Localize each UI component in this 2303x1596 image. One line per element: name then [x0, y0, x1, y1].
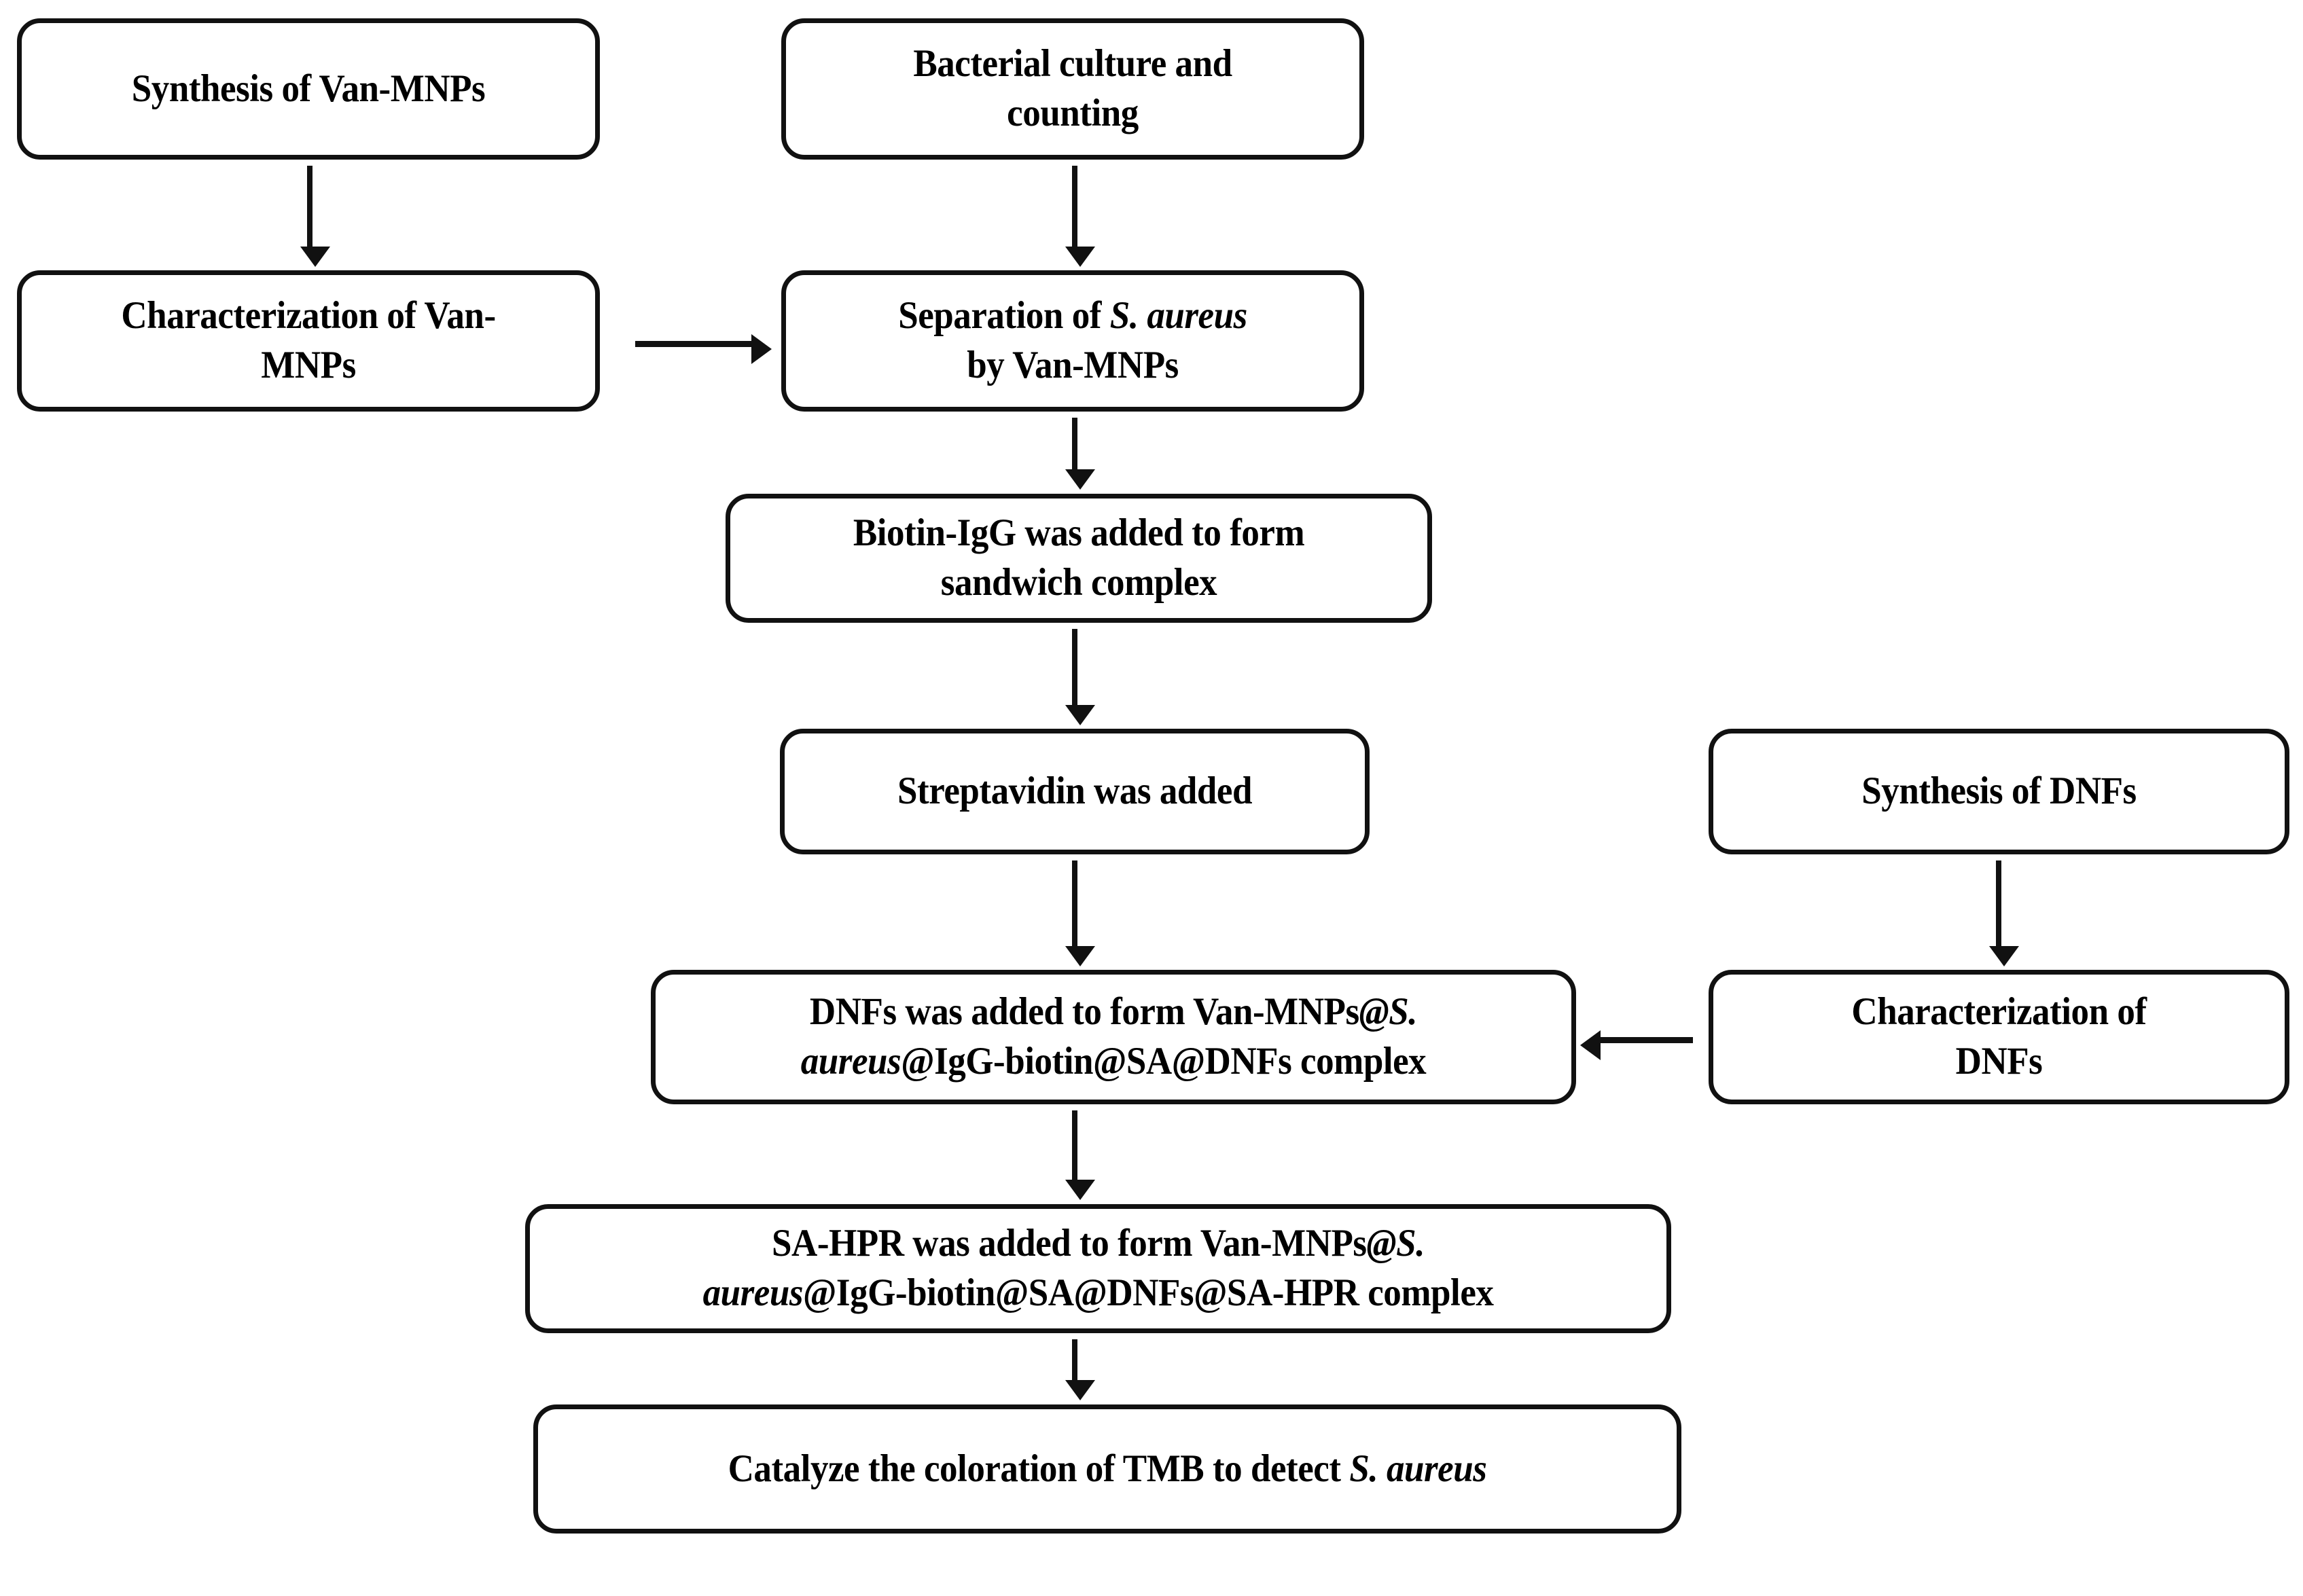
node-label: Streptavidin was added — [897, 769, 1252, 813]
node-synthesis-van-mnps[interactable]: Synthesis of Van-MNPs — [17, 18, 600, 160]
arrow-biotin-igg-to-streptavidin — [1065, 629, 1095, 725]
arrow-dnfs-complex-to-sa-hpr-complex — [1065, 1110, 1095, 1200]
arrow-bacterial-culture-to-separation — [1065, 166, 1095, 267]
at-symbol-italic: @S. — [1359, 990, 1418, 1034]
node-label-line-2: aureus@IgG-biotin@SA@DNFs@SA-HPR complex — [702, 1271, 1494, 1314]
node-biotin-igg[interactable]: Biotin-IgG was added to form sandwich co… — [726, 494, 1432, 623]
node-label: Biotin-IgG was added to form sandwich co… — [764, 509, 1394, 608]
node-label-line-2: DNFs — [1955, 1040, 2043, 1083]
node-bacterial-culture[interactable]: Bacterial culture and counting — [781, 18, 1364, 160]
species-name-italic: aureus — [702, 1271, 804, 1314]
node-label: Synthesis of DNFs — [1861, 769, 2137, 813]
node-label: Synthesis of Van-MNPs — [131, 67, 486, 110]
node-label-line-1: Biotin-IgG was added to form — [853, 511, 1305, 555]
node-label-line-1: Catalyze the coloration of TMB to detect… — [728, 1447, 1487, 1490]
node-label-line-1: Characterization of — [1851, 990, 2147, 1034]
node-synthesis-dnfs[interactable]: Synthesis of DNFs — [1709, 729, 2289, 854]
node-label-line-2: sandwich complex — [940, 561, 1217, 604]
node-label: SA-HPR was added to form Van-MNPs@S. aur… — [579, 1219, 1618, 1318]
species-name-italic: aureus — [800, 1040, 901, 1083]
arrow-characterization-dnfs-to-dnfs-complex — [1580, 1030, 1693, 1060]
node-dnfs-complex[interactable]: DNFs was added to form Van-MNPs@S. aureu… — [651, 970, 1576, 1104]
node-characterization-dnfs[interactable]: Characterization of DNFs — [1709, 970, 2289, 1104]
node-label: Characterization of Van- MNPs — [51, 291, 567, 391]
node-label-line-1: Separation of S. aureus — [898, 294, 1248, 338]
arrow-separation-to-biotin-igg — [1065, 418, 1095, 490]
node-separation-aureus[interactable]: Separation of S. aureus by Van-MNPs — [781, 270, 1364, 412]
arrow-characterization-van-to-separation — [635, 334, 772, 364]
node-label: Characterization of DNFs — [1742, 987, 2255, 1087]
node-sa-hpr-complex[interactable]: SA-HPR was added to form Van-MNPs@S. aur… — [525, 1204, 1671, 1333]
arrow-synthesis-to-characterization-van-mnps — [300, 166, 330, 267]
node-label-line-2: by Van-MNPs — [967, 344, 1179, 386]
node-label: Separation of S. aureus by Van-MNPs — [815, 291, 1331, 391]
node-label-line-2: aureus@IgG-biotin@SA@DNFs complex — [800, 1040, 1427, 1083]
arrow-streptavidin-to-dnfs-complex — [1065, 860, 1095, 966]
node-label-line-1: DNFs was added to form Van-MNPs@S. — [809, 990, 1418, 1034]
node-catalyze-tmb[interactable]: Catalyze the coloration of TMB to detect… — [533, 1404, 1681, 1534]
node-label-line-1: Characterization of Van- — [121, 294, 496, 338]
node-label-line-1: Bacterial culture and — [913, 42, 1232, 86]
node-label: Catalyze the coloration of TMB to detect… — [587, 1445, 1628, 1494]
node-label-line-2: MNPs — [261, 344, 356, 386]
node-label: Bacterial culture and counting — [815, 39, 1331, 139]
node-characterization-van-mnps[interactable]: Characterization of Van- MNPs — [17, 270, 600, 412]
node-streptavidin[interactable]: Streptavidin was added — [780, 729, 1370, 854]
node-label-line-2: counting — [1007, 92, 1139, 134]
node-label-line-1: SA-HPR was added to form Van-MNPs@S. — [771, 1222, 1425, 1265]
arrow-synthesis-dnfs-to-characterization-dnfs — [1989, 860, 2019, 966]
arrow-sa-hpr-complex-to-catalyze-tmb — [1065, 1339, 1095, 1400]
species-name-italic: S. aureus — [1349, 1447, 1487, 1490]
node-label: DNFs was added to form Van-MNPs@S. aureu… — [696, 987, 1531, 1087]
species-name-italic: S. aureus — [1109, 294, 1248, 338]
at-symbol-italic: @S. — [1366, 1222, 1425, 1265]
